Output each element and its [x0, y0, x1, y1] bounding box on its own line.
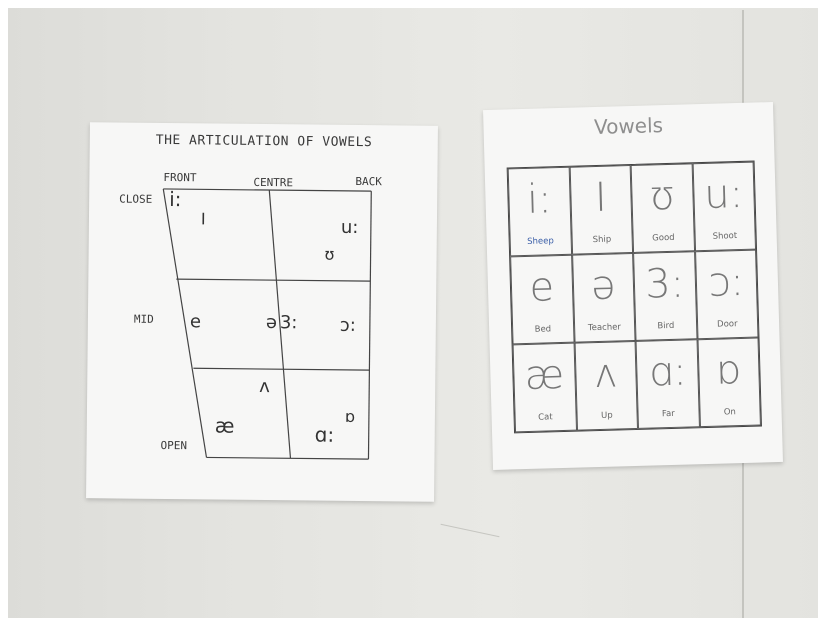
- vowel-symbol: æ: [514, 352, 575, 400]
- example-word: Sheep: [511, 236, 571, 248]
- symbol-e: e: [190, 311, 201, 332]
- vowel-symbol: ɔ:: [696, 259, 757, 307]
- symbol-caret: ʌ: [259, 376, 270, 397]
- mid-low-line: [193, 368, 369, 370]
- example-word: Ship: [572, 234, 632, 246]
- trapezium-top-edge: [163, 189, 371, 191]
- vowel-cell: 3: Bird: [633, 251, 697, 341]
- vowel-cell: ɔ: Door: [695, 250, 759, 340]
- symbol-i-long: i:: [169, 187, 182, 211]
- example-word: Teacher: [575, 322, 635, 334]
- trapezium-bottom-edge: [206, 457, 368, 459]
- articulation-poster: THE ARTICULATION OF VOWELS FRONT CENTRE …: [86, 122, 438, 502]
- example-word: Bed: [513, 324, 573, 336]
- label-front: FRONT: [163, 171, 196, 184]
- example-word: Door: [697, 319, 757, 331]
- mid-high-line: [176, 279, 370, 281]
- vowel-symbol: i:: [509, 176, 570, 224]
- example-word: Far: [638, 408, 698, 420]
- vowel-symbol: 3:: [634, 260, 695, 308]
- trapezium-front-edge: [160, 189, 209, 457]
- vowels-title: Vowels: [483, 110, 774, 142]
- vowel-cell: u: Shoot: [692, 162, 756, 252]
- label-centre: CENTRE: [253, 176, 293, 189]
- vowel-symbol: e: [511, 264, 572, 312]
- vowel-symbol: ə: [573, 262, 634, 310]
- vowel-symbol: ʊ: [632, 172, 693, 220]
- symbol-a-long: ɑ:: [315, 423, 335, 447]
- vowel-symbol: I: [570, 174, 631, 222]
- wall-crack: [441, 524, 500, 537]
- trapezium-back-edge: [368, 191, 371, 459]
- symbol-o-short: ɒ: [345, 407, 355, 426]
- example-word: Good: [634, 232, 694, 244]
- label-close: CLOSE: [119, 192, 152, 205]
- symbol-ae: æ: [215, 414, 235, 438]
- vowel-symbol: ɒ: [698, 347, 759, 395]
- vowel-symbol: ʌ: [575, 350, 636, 398]
- example-word: Cat: [516, 412, 576, 424]
- symbol-i-short: I: [201, 209, 206, 228]
- label-back: BACK: [355, 175, 382, 188]
- symbol-u-short: ʊ: [325, 245, 335, 264]
- label-open: OPEN: [161, 439, 188, 452]
- symbol-er: 3:: [280, 312, 298, 333]
- example-word: Bird: [636, 320, 696, 332]
- label-mid: MID: [134, 313, 154, 326]
- example-word: Shoot: [695, 231, 755, 243]
- symbol-or: ɔ:: [340, 315, 356, 336]
- symbol-schwa: ə: [266, 312, 277, 333]
- vowel-symbol: u:: [693, 171, 754, 219]
- example-word: On: [700, 407, 760, 419]
- example-word: Up: [577, 410, 637, 422]
- vowel-cell: i: Sheep: [508, 167, 572, 257]
- vowel-cell: I Ship: [569, 165, 633, 255]
- vowel-symbol: ɑ:: [637, 348, 698, 396]
- vowel-cell: ɑ: Far: [636, 339, 700, 429]
- symbol-u-long: u:: [341, 217, 359, 238]
